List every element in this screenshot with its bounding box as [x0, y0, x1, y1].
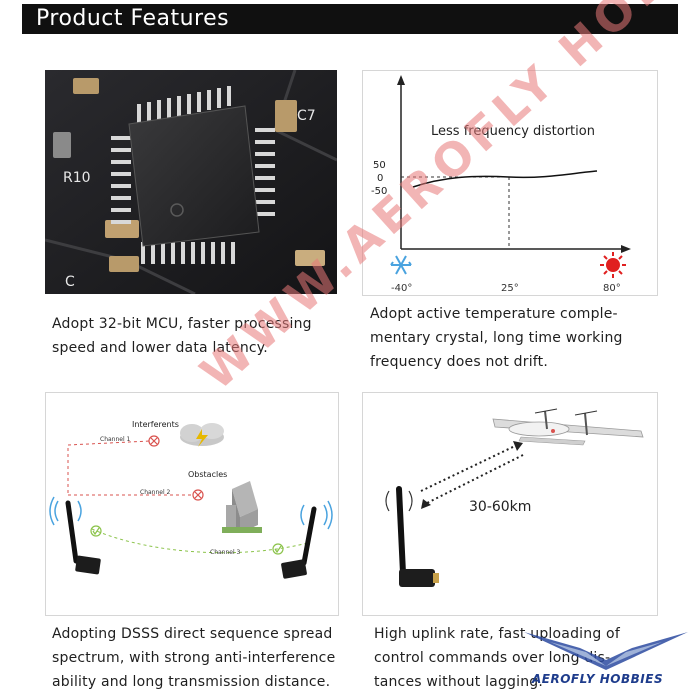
brand-logo: AEROFLY HOBBIES — [520, 626, 692, 696]
frequency-graph: Less frequency distortion 50 0 -50 -40° … — [371, 75, 631, 294]
interference-diagram: Interferents Channel 1 Obstacles Channel… — [49, 420, 333, 579]
transmitter-right-icon — [281, 500, 333, 579]
chip-label-c: C — [65, 274, 75, 290]
mcu-chip — [128, 105, 260, 247]
x-tick-25: 25° — [501, 283, 519, 294]
heat-sun-icon — [600, 252, 626, 278]
y-tick-neg50: -50 — [371, 186, 387, 197]
feature-caption-dsss: Adopting DSSS direct sequence spread spe… — [52, 626, 336, 690]
wings-logo-icon — [524, 632, 688, 670]
transmitter-left-icon — [49, 496, 101, 575]
feature-caption-mcu: Adopt 32-bit MCU, faster processing spee… — [52, 316, 312, 356]
transmitter-icon — [385, 486, 439, 587]
channel3-ok-right-icon — [272, 543, 284, 555]
cloud-lightning-icon — [180, 423, 224, 447]
y-tick-50: 50 — [373, 160, 386, 171]
channel3-label: Channel 3 — [210, 549, 241, 556]
building-icon — [222, 481, 262, 533]
y-tick-0: 0 — [377, 173, 383, 184]
frequency-curve — [412, 170, 598, 188]
channel1-label: Channel 1 — [100, 436, 131, 443]
channel2-blocked-icon — [192, 489, 204, 501]
dsss-diagram: Interferents Channel 1 Obstacles Channel… — [45, 392, 339, 616]
interferents-label: Interferents — [132, 420, 179, 429]
channel1-blocked-icon — [148, 435, 160, 447]
range-illustration: 30-60km — [362, 392, 658, 616]
range-diagram: 30-60km — [385, 408, 644, 587]
frequency-distortion-graph: Less frequency distortion 50 0 -50 -40° … — [362, 70, 658, 296]
obstacles-label: Obstacles — [188, 470, 227, 479]
range-distance-label: 30-60km — [469, 499, 531, 515]
page-title: Product Features — [36, 6, 230, 31]
chip-pins — [111, 86, 275, 264]
x-tick-80: 80° — [603, 283, 621, 294]
graph-title: Less frequency distortion — [431, 124, 595, 139]
x-tick-minus40: -40° — [391, 283, 412, 294]
mcu-chip-image: R10 C7 C — [45, 70, 337, 294]
channel3-ok-left-icon — [90, 525, 102, 537]
feature-caption-crystal: Adopt active temperature comple- mentary… — [370, 306, 623, 370]
logo-text: AEROFLY HOBBIES — [532, 672, 664, 686]
chip-illustration: R10 C7 C — [45, 70, 337, 294]
feature-caption-uplink: High uplink rate, fast uploading of cont… — [374, 626, 620, 690]
drone-icon — [492, 408, 644, 446]
chip-label-c7: C7 — [297, 108, 316, 124]
header-banner: Product Features — [22, 4, 678, 34]
chip-label-r10: R10 — [63, 170, 91, 186]
channel2-label: Channel 2 — [140, 489, 171, 496]
snowflake-icon — [390, 255, 412, 275]
